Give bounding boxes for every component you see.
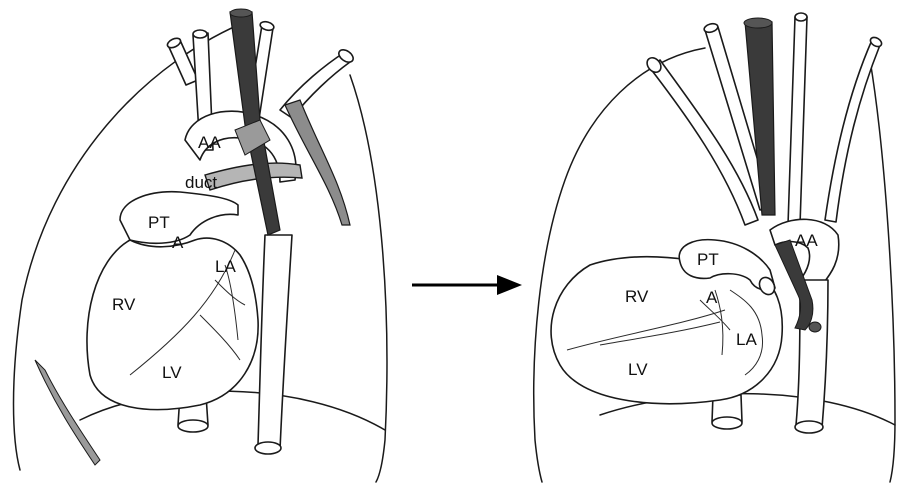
label-lv-before: LV <box>162 363 182 382</box>
center-neck-vessel-end-before <box>193 30 207 38</box>
before-panel: AA duct PT A LA RV LV <box>14 9 387 482</box>
dark-vessel-after <box>745 22 775 215</box>
label-rv-before: RV <box>112 295 136 314</box>
label-a-after: A <box>706 288 718 307</box>
label-lv-after: LV <box>628 360 648 379</box>
label-pt-before: PT <box>148 213 170 232</box>
descending-aorta-end-before <box>255 442 281 454</box>
dark-crossing-vessel-end-after <box>809 322 821 332</box>
after-panel: PT AA RV A LA LV <box>534 13 895 482</box>
descending-aorta-before <box>258 235 292 450</box>
ivc-end-before <box>178 420 208 432</box>
ivc-end-after <box>712 417 742 429</box>
dark-vessel-end-before <box>230 9 252 17</box>
center-neck-vessel-after <box>788 17 807 225</box>
label-duct-before: duct <box>185 173 217 192</box>
label-aa-after: AA <box>795 231 818 250</box>
label-la-after: LA <box>736 330 757 349</box>
descending-aorta-end-after <box>795 421 823 433</box>
label-la-before: LA <box>215 257 236 276</box>
label-rv-after: RV <box>625 287 649 306</box>
label-pt-after: PT <box>697 250 719 269</box>
right-neck-vessel-after <box>825 40 880 222</box>
label-a-before: A <box>172 233 184 252</box>
label-aa-before: AA <box>198 133 221 152</box>
right-arrow-icon <box>412 275 522 295</box>
center-neck-vessel-end-after <box>795 13 807 21</box>
dark-vessel-end-after <box>744 18 772 28</box>
